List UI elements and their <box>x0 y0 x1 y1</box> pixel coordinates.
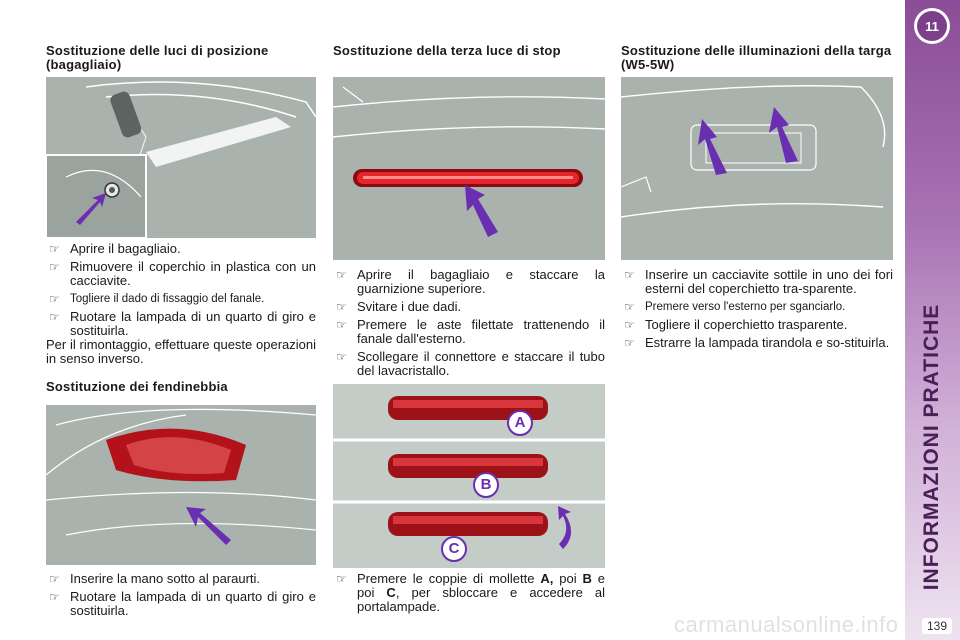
pointing-hand-icon: ☞ <box>624 336 635 350</box>
pointing-hand-icon: ☞ <box>49 310 60 324</box>
purple-arrow-icon <box>76 193 106 225</box>
purple-arrow-icon <box>465 185 498 237</box>
list-item: ☞Togliere il coperchietto trasparente. <box>624 317 848 333</box>
heading-position-lights: Sostituzione delle luci di posizione (ba… <box>46 43 269 72</box>
pointing-hand-icon: ☞ <box>49 292 60 306</box>
lamp-holder-a <box>388 396 548 420</box>
pointing-hand-icon: ☞ <box>336 572 347 586</box>
pointing-hand-icon: ☞ <box>49 572 60 586</box>
list-item: ☞Aprire il bagagliaio e staccare la guar… <box>336 267 605 296</box>
pointing-hand-icon: ☞ <box>49 260 60 274</box>
list-item: ☞Estrarre la lampada tirandola e so-stit… <box>624 335 890 351</box>
pointing-hand-icon: ☞ <box>49 590 60 604</box>
trunk-illustration <box>46 77 316 238</box>
list-item: ☞Togliere il dado di fissaggio del fanal… <box>49 292 265 306</box>
callout-c: C <box>441 536 467 562</box>
callout-b: B <box>473 472 499 498</box>
purple-arrow-icon <box>698 119 727 175</box>
pointing-hand-icon: ☞ <box>336 318 347 332</box>
list-item: ☞Premere le coppie di mollette A, poi B … <box>336 571 605 614</box>
clip-steps-illustration <box>333 384 605 568</box>
stop-light-illustration <box>333 77 605 260</box>
pointing-hand-icon: ☞ <box>624 318 635 332</box>
heading-fog-lights: Sostituzione dei fendinebbia <box>46 379 228 394</box>
list-item: ☞Aprire il bagagliaio. <box>49 241 181 257</box>
purple-arrow-icon <box>558 506 572 549</box>
list-item: ☞Inserire la mano sotto al paraurti. <box>49 571 261 587</box>
plate-illustration <box>621 77 893 260</box>
photo-lamp-holder-steps: A B C <box>333 384 605 568</box>
chapter-sidebar <box>905 0 960 640</box>
list-item: ☞Premere verso l'esterno per sganciarlo. <box>624 300 846 314</box>
list-item: ☞Rimuovere il coperchio in plastica con … <box>49 259 316 288</box>
heading-plate-lights: Sostituzione delle illuminazioni della t… <box>621 43 892 72</box>
page-number: 139 <box>922 618 952 634</box>
list-item: ☞Ruotare la lampada di un quarto di giro… <box>49 589 316 618</box>
chapter-title: INFORMAZIONI PRATICHE <box>920 303 943 591</box>
bullet-list-plate-lights: ☞Inserire un cacciavite sottile in uno d… <box>621 268 893 354</box>
pointing-hand-icon: ☞ <box>336 300 347 314</box>
list-item: ☞Ruotare la lampada di un quarto di giro… <box>49 309 316 338</box>
bullet-list-position-lights: ☞Aprire il bagagliaio. ☞Rimuovere il cop… <box>46 242 316 342</box>
photo-plate-lights <box>621 77 893 260</box>
bullet-list-third-stop-light: ☞Aprire il bagagliaio e staccare la guar… <box>333 268 605 382</box>
callout-a: A <box>507 410 533 436</box>
list-item: ☞Inserire un cacciavite sottile in uno d… <box>624 267 893 296</box>
pointing-hand-icon: ☞ <box>49 242 60 256</box>
list-item: ☞Premere le aste filettate trattenendo i… <box>336 317 605 346</box>
pointing-hand-icon: ☞ <box>336 268 347 282</box>
bullet-list-lamp-holder: ☞Premere le coppie di mollette A, poi B … <box>333 572 605 618</box>
bullet-list-fog-lights: ☞Inserire la mano sotto al paraurti. ☞Ru… <box>46 572 316 622</box>
purple-arrow-icon <box>769 107 798 163</box>
photo-position-lights <box>46 77 316 238</box>
bumper-illustration <box>46 405 316 565</box>
watermark: carmanualsonline.info <box>674 612 899 637</box>
pointing-hand-icon: ☞ <box>624 268 635 282</box>
chapter-badge: 11 <box>914 8 950 44</box>
purple-arrow-icon <box>186 507 231 545</box>
chapter-number: 11 <box>917 11 947 41</box>
lamp-holder-c <box>388 512 548 536</box>
list-item: ☞Scollegare il connettore e staccare il … <box>336 349 605 378</box>
reassembly-note: Per il rimontaggio, effettuare queste op… <box>46 337 316 366</box>
lamp-holder-b <box>388 454 548 478</box>
pointing-hand-icon: ☞ <box>624 300 635 314</box>
photo-third-stop-light <box>333 77 605 260</box>
list-item: ☞Svitare i due dadi. <box>336 299 462 315</box>
pointing-hand-icon: ☞ <box>336 350 347 364</box>
photo-fog-lights <box>46 405 316 565</box>
heading-third-stop-light: Sostituzione della terza luce di stop <box>333 43 561 58</box>
